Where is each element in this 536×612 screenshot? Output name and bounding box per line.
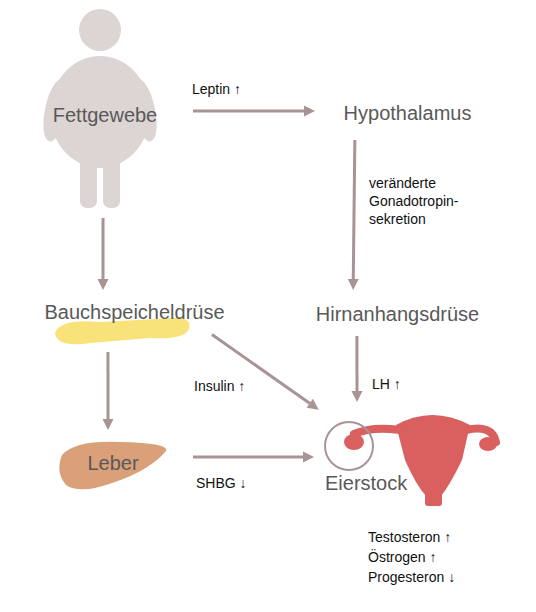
ovary bbox=[479, 437, 497, 451]
arrow-connector bbox=[212, 334, 319, 409]
arrow-connector bbox=[348, 140, 359, 290]
fallopian-tube bbox=[354, 429, 400, 434]
hormone-level: Östrogen ↑ bbox=[368, 547, 436, 567]
node-label: Eierstock bbox=[325, 471, 501, 495]
node-label: Leber bbox=[58, 451, 168, 475]
arrow-connector bbox=[103, 352, 114, 430]
organ-node: Hypothalamus bbox=[320, 98, 495, 128]
edge-label: SHBG ↓ bbox=[196, 474, 276, 492]
connector-line bbox=[355, 336, 358, 393]
organ-node: Bauchspeicheldrüse bbox=[22, 298, 247, 350]
organ-node: Eierstock bbox=[322, 412, 498, 512]
node-label: Fettgewebe bbox=[35, 103, 175, 127]
connector-line bbox=[106, 352, 109, 421]
arrow-head bbox=[307, 399, 319, 410]
hormone-level: Progesteron ↓ bbox=[368, 567, 455, 587]
node-label: Hypothalamus bbox=[320, 101, 495, 125]
arrow-head bbox=[351, 391, 362, 402]
node-label: Bauchspeicheldrüse bbox=[22, 300, 247, 324]
arrow-head bbox=[98, 279, 109, 290]
edge-label: Leptin ↑ bbox=[192, 80, 272, 98]
organ-node: Leber bbox=[58, 442, 168, 492]
arrow-head bbox=[303, 452, 314, 463]
body-leg bbox=[80, 150, 97, 208]
arrow-head bbox=[348, 279, 359, 290]
arrow-connector bbox=[193, 105, 315, 116]
hormone-level: Testosteron ↑ bbox=[368, 527, 451, 547]
arrow-connector bbox=[351, 336, 362, 402]
arrow-connector bbox=[193, 452, 314, 463]
ovary bbox=[344, 434, 364, 450]
organ-node: Hirnanhangsdrüse bbox=[295, 300, 500, 328]
body-head bbox=[79, 9, 121, 51]
edge-label: veränderte Gonadotropin-sekretion bbox=[369, 174, 469, 228]
connector-line bbox=[193, 456, 305, 459]
connector-line bbox=[193, 109, 306, 112]
edge-label: Insulin ↑ bbox=[194, 377, 274, 395]
connector-line bbox=[353, 140, 355, 281]
body-leg bbox=[103, 150, 120, 208]
edge-label: LH ↑ bbox=[372, 375, 432, 393]
node-label: Hirnanhangsdrüse bbox=[295, 302, 500, 326]
uterus-cervix bbox=[425, 490, 442, 506]
arrow-head bbox=[103, 419, 114, 430]
tissue-node: Fettgewebe bbox=[35, 8, 175, 208]
ovary-highlight-circle bbox=[325, 422, 373, 470]
arrow-head bbox=[304, 105, 315, 116]
connector-line bbox=[102, 218, 105, 281]
arrow-connector bbox=[98, 218, 109, 290]
